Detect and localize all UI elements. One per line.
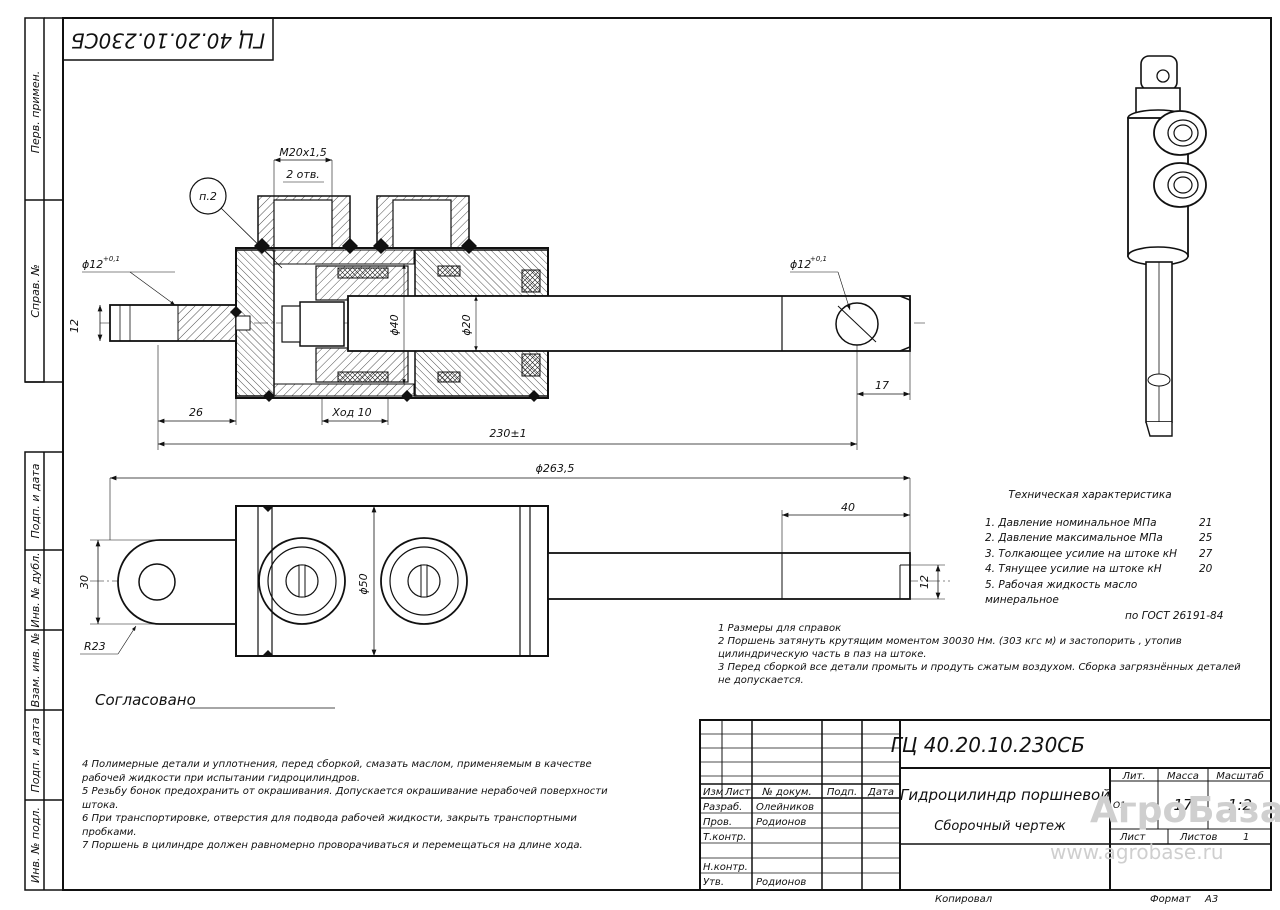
note-6: 6 При транспортировке, отверстия для под… (82, 813, 577, 838)
mass-value: 17 (1173, 796, 1193, 814)
notes-left: 4 Полимерные детали и уплотнения, перед … (82, 758, 610, 853)
dim-phi12-left: ϕ12 (82, 258, 103, 271)
dim-stroke: Ход 10 (331, 406, 371, 419)
plan-view: ϕ263,5 30 R23 ϕ50 (78, 462, 950, 657)
dim-phi50: ϕ50 (357, 573, 370, 594)
title-block: ГЦ 40.20.10.230СБ Изм Лист № докум. Подп… (63, 719, 1272, 905)
tech-row-5: 5. Рабочая жидкость масло минеральное (985, 578, 1225, 609)
ref-p2: п.2 (199, 190, 217, 203)
product-name: Гидроцилиндр поршневой (900, 786, 1110, 804)
role-6: Утв. (703, 877, 724, 888)
dim-230: 230±1 (489, 427, 526, 440)
tech-row-1: 1. Давление номинальное МПа 21 (985, 516, 1225, 532)
strip-label-2: Справ. № (29, 264, 42, 318)
hdr-list: Лист (724, 787, 752, 798)
dim-30: 30 (78, 575, 91, 589)
strip-label-3: Подп. и дата (29, 463, 42, 538)
dim-17: 17 (875, 379, 889, 392)
format-label: Формат (1150, 894, 1192, 905)
person-1: Олейников (756, 802, 814, 813)
tech-row-2-label: 2. Давление максимальное МПа (985, 532, 1163, 544)
note-1: 1 Размеры для справок (718, 623, 842, 634)
dim-m20: М20х1,5 (279, 146, 327, 159)
dim-40: 40 (841, 501, 855, 514)
doc-code: ГЦ 40.20.10.230СБ (891, 733, 1085, 757)
tech-row-3: 3. Толкающее усилие на штоке кН 27 (985, 547, 1225, 563)
notes-right: 1 Размеры для справок 2 Поршень затянуть… (718, 622, 1253, 687)
strip-label-6: Подп. и дата (29, 717, 42, 792)
tech-spec: Техническая характеристика 1. Давление н… (985, 488, 1225, 624)
dim-phi20: ϕ20 (460, 314, 473, 335)
tech-row-3-label: 3. Толкающее усилие на штоке кН (985, 547, 1177, 560)
person-2: Родионов (756, 817, 806, 828)
tech-row-3-value: 27 (1199, 547, 1213, 560)
strip-label-5: Взам. инв. № (29, 633, 42, 708)
role-2: Пров. (703, 817, 732, 828)
hdr-doc: № докум. (761, 787, 811, 798)
note-2: 2 Поршень затянуть крутящим моментом 300… (718, 636, 1182, 660)
strip-label-4: Инв. № дубл. (29, 552, 42, 627)
tech-row-5-cont: по ГОСТ 26191-84 (1125, 609, 1224, 622)
note-3: 3 Перед сборкой все детали промыть и про… (718, 662, 1241, 686)
tech-row-2: 2. Давление максимальное МПа 25 (985, 531, 1225, 547)
tech-row-4: 4. Тянущее усилие на штоке кН 20 (985, 562, 1225, 578)
tech-row-5-value (1201, 578, 1225, 609)
mass-label: Масса (1167, 771, 1199, 782)
dim-12-left: 12 (68, 319, 81, 333)
sheets-value: 1 (1243, 832, 1249, 843)
rotated-stamp: ГЦ 40.20.10.230СБ (71, 29, 265, 53)
tech-row-5-label: 5. Рабочая жидкость масло минеральное (985, 578, 1138, 607)
tech-row-2-value: 25 (1199, 532, 1213, 544)
copied-label: Копировал (935, 894, 993, 905)
note-4: 4 Полимерные детали и уплотнения, перед … (82, 759, 592, 784)
tech-title: Техническая характеристика (1008, 489, 1172, 501)
rotated-stamp-box (62, 17, 274, 61)
tech-row-4-value: 20 (1199, 563, 1213, 575)
dim-two-holes: 2 отв. (286, 168, 320, 181)
dim-phi40: ϕ40 (388, 314, 401, 335)
sheets-label: Листов (1179, 832, 1217, 843)
note-5: 5 Резьбу бонок предохранить от окрашиван… (82, 786, 608, 811)
dim-phi12-right-tol: +0,1 (810, 255, 827, 263)
role-3: Т.контр. (703, 832, 746, 843)
tech-row-1-label: 1. Давление номинальное МПа (985, 516, 1157, 529)
hdr-sign: Подп. (827, 787, 857, 798)
hdr-date: Дата (867, 787, 894, 798)
dim-263: ϕ263,5 (536, 462, 575, 475)
watermark-url: www.agrobase.ru (1050, 840, 1224, 864)
dim-r23: R23 (84, 640, 106, 653)
dim-phi12-right: ϕ12 (790, 258, 811, 271)
sheet-label: Лист (1119, 832, 1147, 843)
doc-type: Сборочный чертеж (934, 819, 1066, 834)
watermark-logo: АгроБаза (1090, 790, 1280, 831)
hdr-izm: Изм (703, 787, 724, 798)
dim-phi12-left-tol: +0,1 (103, 255, 120, 263)
note-7: 7 Поршень в цилиндре должен равномерно п… (82, 840, 583, 851)
format-value: А3 (1204, 894, 1218, 905)
person-6: Родионов (756, 877, 806, 888)
agreed-label: Согласовано (95, 691, 196, 709)
dim-12-bottom: 12 (918, 575, 931, 589)
scale-label: Масштаб (1216, 770, 1264, 782)
tech-row-4-label: 4. Тянущее усилие на штоке кН (985, 563, 1162, 575)
section-view: М20х1,5 2 отв. п.2 ϕ12 +0,1 12 ϕ40 ϕ20 ϕ… (68, 146, 925, 450)
role-5: Н.контр. (703, 862, 748, 873)
lit-value: О1 (1113, 801, 1126, 811)
tech-row-1-value: 21 (1199, 516, 1213, 529)
isometric-view (1127, 55, 1207, 437)
scale-value: 1:2 (1228, 796, 1252, 814)
lit-label: Лит. (1121, 771, 1145, 782)
strip-label-1: Перв. примен. (29, 71, 42, 154)
strip-label-7: Инв. № подл. (29, 807, 42, 883)
dim-26: 26 (189, 406, 203, 419)
role-1: Разраб. (703, 801, 742, 813)
